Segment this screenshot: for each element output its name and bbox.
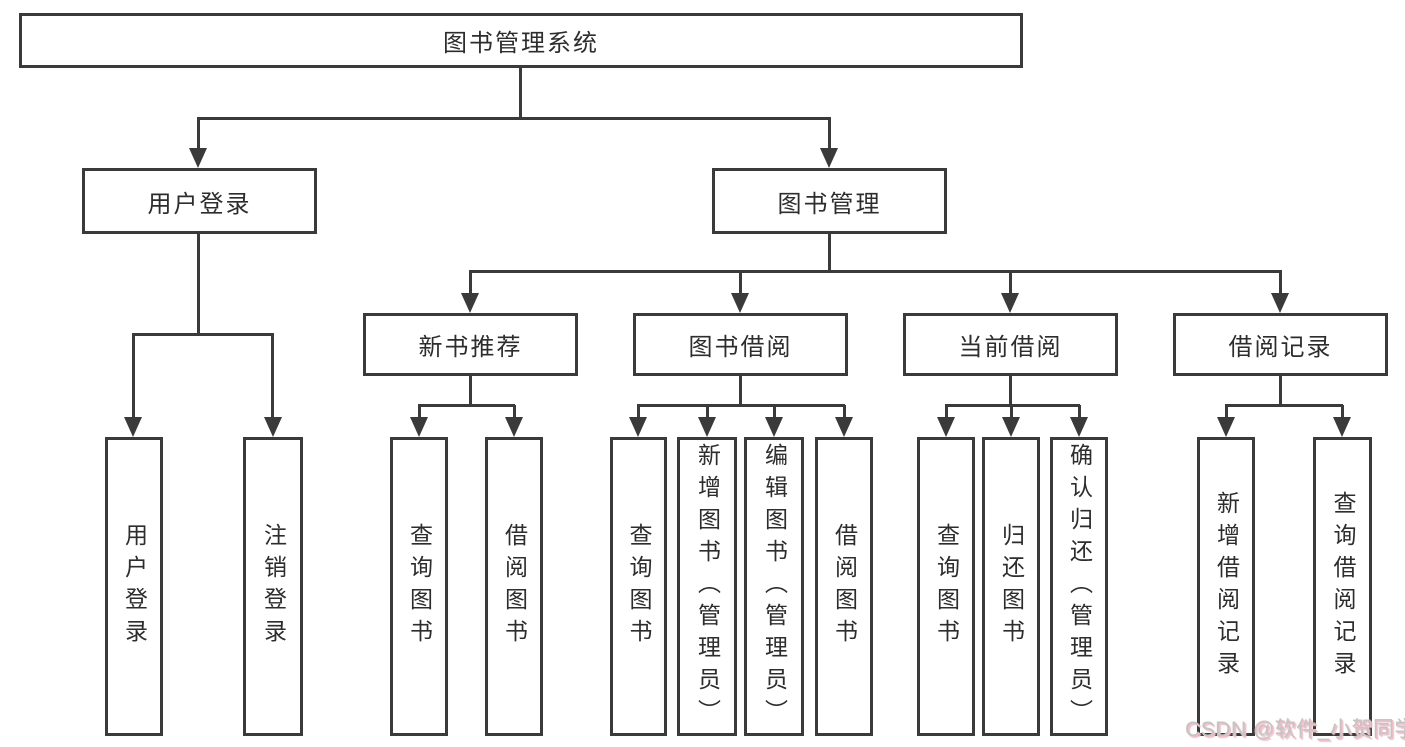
leaf-query-book-borrow-label: 查询图书 bbox=[626, 522, 652, 651]
connector-line bbox=[828, 118, 831, 150]
leaf-query-book-borrow: 查询图书 bbox=[610, 437, 667, 736]
connector-line bbox=[843, 405, 846, 419]
connector-line bbox=[1225, 405, 1228, 419]
leaf-confirm-return-admin-label: 确认归还（管理员） bbox=[1066, 442, 1093, 731]
connector-line bbox=[637, 404, 845, 407]
leaf-user-login-label: 用户登录 bbox=[121, 522, 148, 651]
leaf-borrow-book-recommend-label: 借阅图书 bbox=[501, 522, 528, 651]
leaf-return-book-label: 归还图书 bbox=[998, 522, 1025, 651]
leaf-query-book-recommend-label: 查询图书 bbox=[406, 522, 433, 651]
connector-line bbox=[418, 404, 515, 407]
connector-line bbox=[469, 271, 472, 295]
arrow-down-icon bbox=[937, 417, 955, 437]
node-new-book-recommend-label: 新书推荐 bbox=[418, 334, 523, 361]
node-new-book-recommend: 新书推荐 bbox=[363, 313, 578, 376]
leaf-add-book-admin-label: 新增图书（管理员） bbox=[694, 442, 721, 731]
arrow-down-icon bbox=[461, 293, 479, 313]
arrow-down-icon bbox=[189, 148, 207, 168]
connector-line bbox=[1279, 271, 1282, 295]
node-book-borrow: 图书借阅 bbox=[633, 313, 848, 376]
connector-line bbox=[469, 270, 1282, 273]
node-user-login-label: 用户登录 bbox=[147, 190, 252, 218]
node-book-management: 图书管理 bbox=[712, 168, 947, 234]
connector-line bbox=[828, 232, 831, 272]
connector-line bbox=[132, 334, 135, 418]
connector-line bbox=[197, 117, 831, 120]
leaf-add-book-admin: 新增图书（管理员） bbox=[677, 437, 737, 736]
node-borrow-record: 借阅记录 bbox=[1173, 313, 1388, 376]
connector-line bbox=[469, 374, 472, 406]
arrow-down-icon bbox=[820, 148, 838, 168]
leaf-query-book-recommend: 查询图书 bbox=[390, 437, 448, 736]
connector-line bbox=[1010, 405, 1013, 419]
leaf-query-book-current: 查询图书 bbox=[917, 437, 975, 736]
connector-line bbox=[637, 405, 640, 419]
leaf-borrow-book-recommend: 借阅图书 bbox=[485, 437, 543, 736]
arrow-down-icon bbox=[410, 417, 428, 437]
leaf-edit-book-admin-label: 编辑图书（管理员） bbox=[761, 442, 788, 731]
leaf-logout-label: 注销登录 bbox=[260, 522, 287, 651]
leaf-user-login: 用户登录 bbox=[105, 437, 163, 736]
watermark: CSDN @软件_小贺同学 bbox=[1185, 718, 1405, 741]
connector-line bbox=[945, 405, 948, 419]
node-current-borrow: 当前借阅 bbox=[903, 313, 1118, 376]
connector-line bbox=[1009, 374, 1012, 406]
node-user-login: 用户登录 bbox=[82, 168, 317, 234]
leaf-edit-book-admin: 编辑图书（管理员） bbox=[744, 437, 804, 736]
node-current-borrow-label: 当前借阅 bbox=[958, 334, 1063, 361]
connector-line bbox=[519, 66, 522, 119]
leaf-borrow-book-label: 借阅图书 bbox=[831, 522, 858, 651]
connector-line bbox=[773, 405, 776, 419]
node-borrow-record-label: 借阅记录 bbox=[1228, 334, 1333, 361]
node-book-management-label: 图书管理 bbox=[777, 190, 882, 218]
arrow-down-icon bbox=[765, 417, 783, 437]
connector-line bbox=[197, 232, 200, 335]
connector-line bbox=[271, 334, 274, 418]
connector-line bbox=[739, 374, 742, 406]
node-library-system: 图书管理系统 bbox=[19, 13, 1023, 68]
leaf-confirm-return-admin: 确认归还（管理员） bbox=[1050, 437, 1108, 736]
node-book-borrow-label: 图书借阅 bbox=[688, 334, 793, 361]
arrow-down-icon bbox=[1271, 293, 1289, 313]
arrow-down-icon bbox=[1002, 417, 1020, 437]
arrow-down-icon bbox=[1333, 417, 1351, 437]
leaf-query-book-current-label: 查询图书 bbox=[933, 522, 960, 651]
arrow-down-icon bbox=[124, 417, 142, 437]
connector-line bbox=[132, 333, 274, 336]
arrow-down-icon bbox=[1001, 293, 1019, 313]
connector-line bbox=[1009, 271, 1012, 295]
leaf-borrow-book: 借阅图书 bbox=[815, 437, 873, 736]
connector-line bbox=[739, 271, 742, 295]
arrow-down-icon bbox=[505, 417, 523, 437]
leaf-query-borrow-record-label: 查询借阅记录 bbox=[1330, 490, 1356, 683]
leaf-query-borrow-record: 查询借阅记录 bbox=[1313, 437, 1372, 736]
connector-line bbox=[1225, 404, 1343, 407]
node-library-system-label: 图书管理系统 bbox=[443, 30, 599, 57]
leaf-return-book: 归还图书 bbox=[982, 437, 1040, 736]
connector-line bbox=[418, 405, 421, 419]
arrow-down-icon bbox=[629, 417, 647, 437]
arrow-down-icon bbox=[731, 293, 749, 313]
leaf-logout: 注销登录 bbox=[243, 437, 303, 736]
arrow-down-icon bbox=[264, 417, 282, 437]
arrow-down-icon bbox=[698, 417, 716, 437]
arrow-down-icon bbox=[1217, 417, 1235, 437]
connector-line bbox=[1078, 405, 1081, 419]
connector-line bbox=[513, 405, 516, 419]
leaf-add-borrow-record: 新增借阅记录 bbox=[1197, 437, 1255, 736]
leaf-add-borrow-record-label: 新增借阅记录 bbox=[1213, 490, 1240, 683]
arrow-down-icon bbox=[835, 417, 853, 437]
arrow-down-icon bbox=[1070, 417, 1088, 437]
connector-line bbox=[197, 118, 200, 150]
connector-line bbox=[706, 405, 709, 419]
connector-line bbox=[1341, 405, 1344, 419]
connector-line bbox=[1279, 374, 1282, 406]
